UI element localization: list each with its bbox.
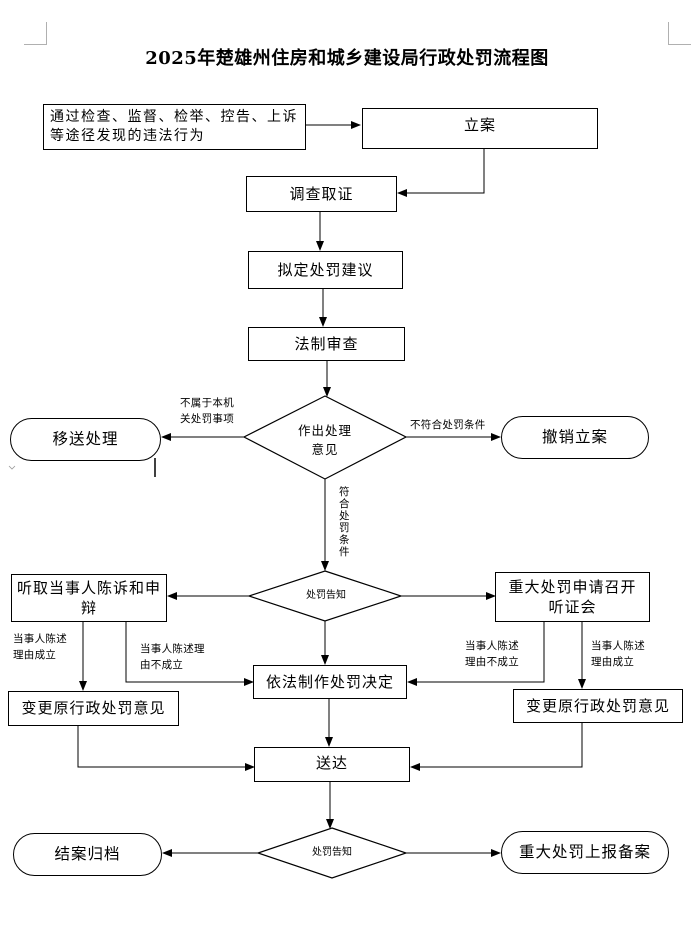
- notice-diamond-shape: [247, 570, 403, 622]
- notice-diamond-text: 处罚告知: [306, 590, 346, 601]
- label-not-meet: 不符合处罚条件: [410, 419, 486, 431]
- node-report: 重大处罚上报备案: [501, 831, 669, 874]
- page-corner-top-left: [24, 22, 47, 45]
- label-right-valid: 当事人陈述理由成立: [591, 640, 645, 669]
- node-proposal: 拟定处罚建议: [248, 251, 403, 289]
- arrow-change-left-to-deliver: [77, 726, 255, 771]
- decision-diamond-text: 作出处理意见: [297, 423, 352, 457]
- page-corner-top-right: [668, 22, 691, 45]
- arrow-request-to-decision: [407, 622, 545, 686]
- node-close-case: 结案归档: [13, 833, 162, 876]
- node-source: 通过检查、监督、检举、控告、上诉等途径发现的违法行为: [43, 104, 306, 150]
- final-diamond-shape: [256, 827, 408, 879]
- node-hearing-statement: 听取当事人陈诉和申辩: [11, 574, 167, 622]
- node-revoke: 撤销立案: [501, 416, 649, 459]
- label-left-invalid: 当事人陈述理由不成立: [140, 643, 205, 672]
- arrow-statement-to-decision: [125, 622, 254, 686]
- node-deliver: 送达: [254, 747, 410, 782]
- label-left-valid: 当事人陈述理由成立: [13, 633, 67, 662]
- label-not-in-scope: 不属于本机关处罚事项: [180, 397, 234, 426]
- page-title: 2025年楚雄州住房和城乡建设局行政处罚流程图: [145, 48, 549, 69]
- tiny-mark: [8, 465, 16, 470]
- arrow-filing-to-investigation: [397, 148, 485, 197]
- label-right-invalid: 当事人陈述理由不成立: [465, 640, 519, 669]
- node-transfer: 移送处理: [10, 418, 161, 461]
- final-diamond-text: 处罚告知: [312, 847, 352, 858]
- node-legal-review: 法制审查: [248, 327, 405, 361]
- node-change-left: 变更原行政处罚意见: [8, 691, 179, 726]
- label-meet: 符合处罚条件: [339, 486, 350, 559]
- node-filing: 立案: [362, 108, 598, 149]
- node-make-decision: 依法制作处罚决定: [253, 665, 407, 699]
- arrow-change-right-to-deliver: [410, 722, 583, 771]
- decision-diamond-shape: [242, 395, 408, 480]
- node-change-right: 变更原行政处罚意见: [513, 689, 683, 723]
- node-investigation: 调查取证: [246, 176, 397, 212]
- node-hearing-request: 重大处罚申请召开听证会: [495, 572, 650, 622]
